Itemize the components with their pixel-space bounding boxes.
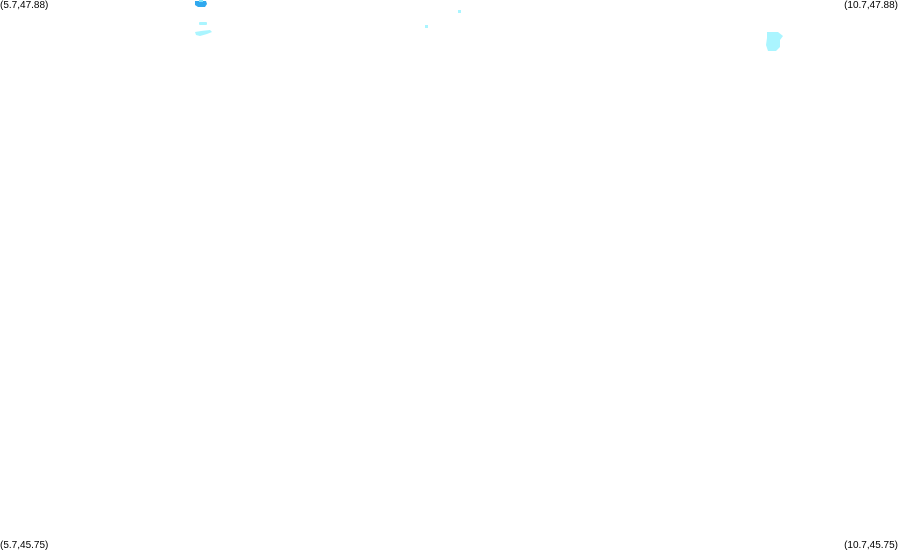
lake-east	[766, 32, 783, 51]
corner-coordinate-bottom-left: (5.7,45.75)	[0, 540, 49, 551]
lake-cluster-west	[195, 0, 212, 36]
lake-dot	[458, 10, 461, 13]
lake-blob	[199, 0, 203, 2]
lake-blob	[199, 22, 207, 25]
corner-coordinate-top-left: (5.7,47.88)	[0, 0, 49, 11]
lake-dot	[425, 25, 428, 28]
corner-coordinate-bottom-right: (10.7,45.75)	[844, 540, 898, 551]
lake-blob	[195, 1, 207, 7]
corner-coordinate-top-right: (10.7,47.88)	[844, 0, 898, 11]
lake-blob	[195, 30, 212, 36]
